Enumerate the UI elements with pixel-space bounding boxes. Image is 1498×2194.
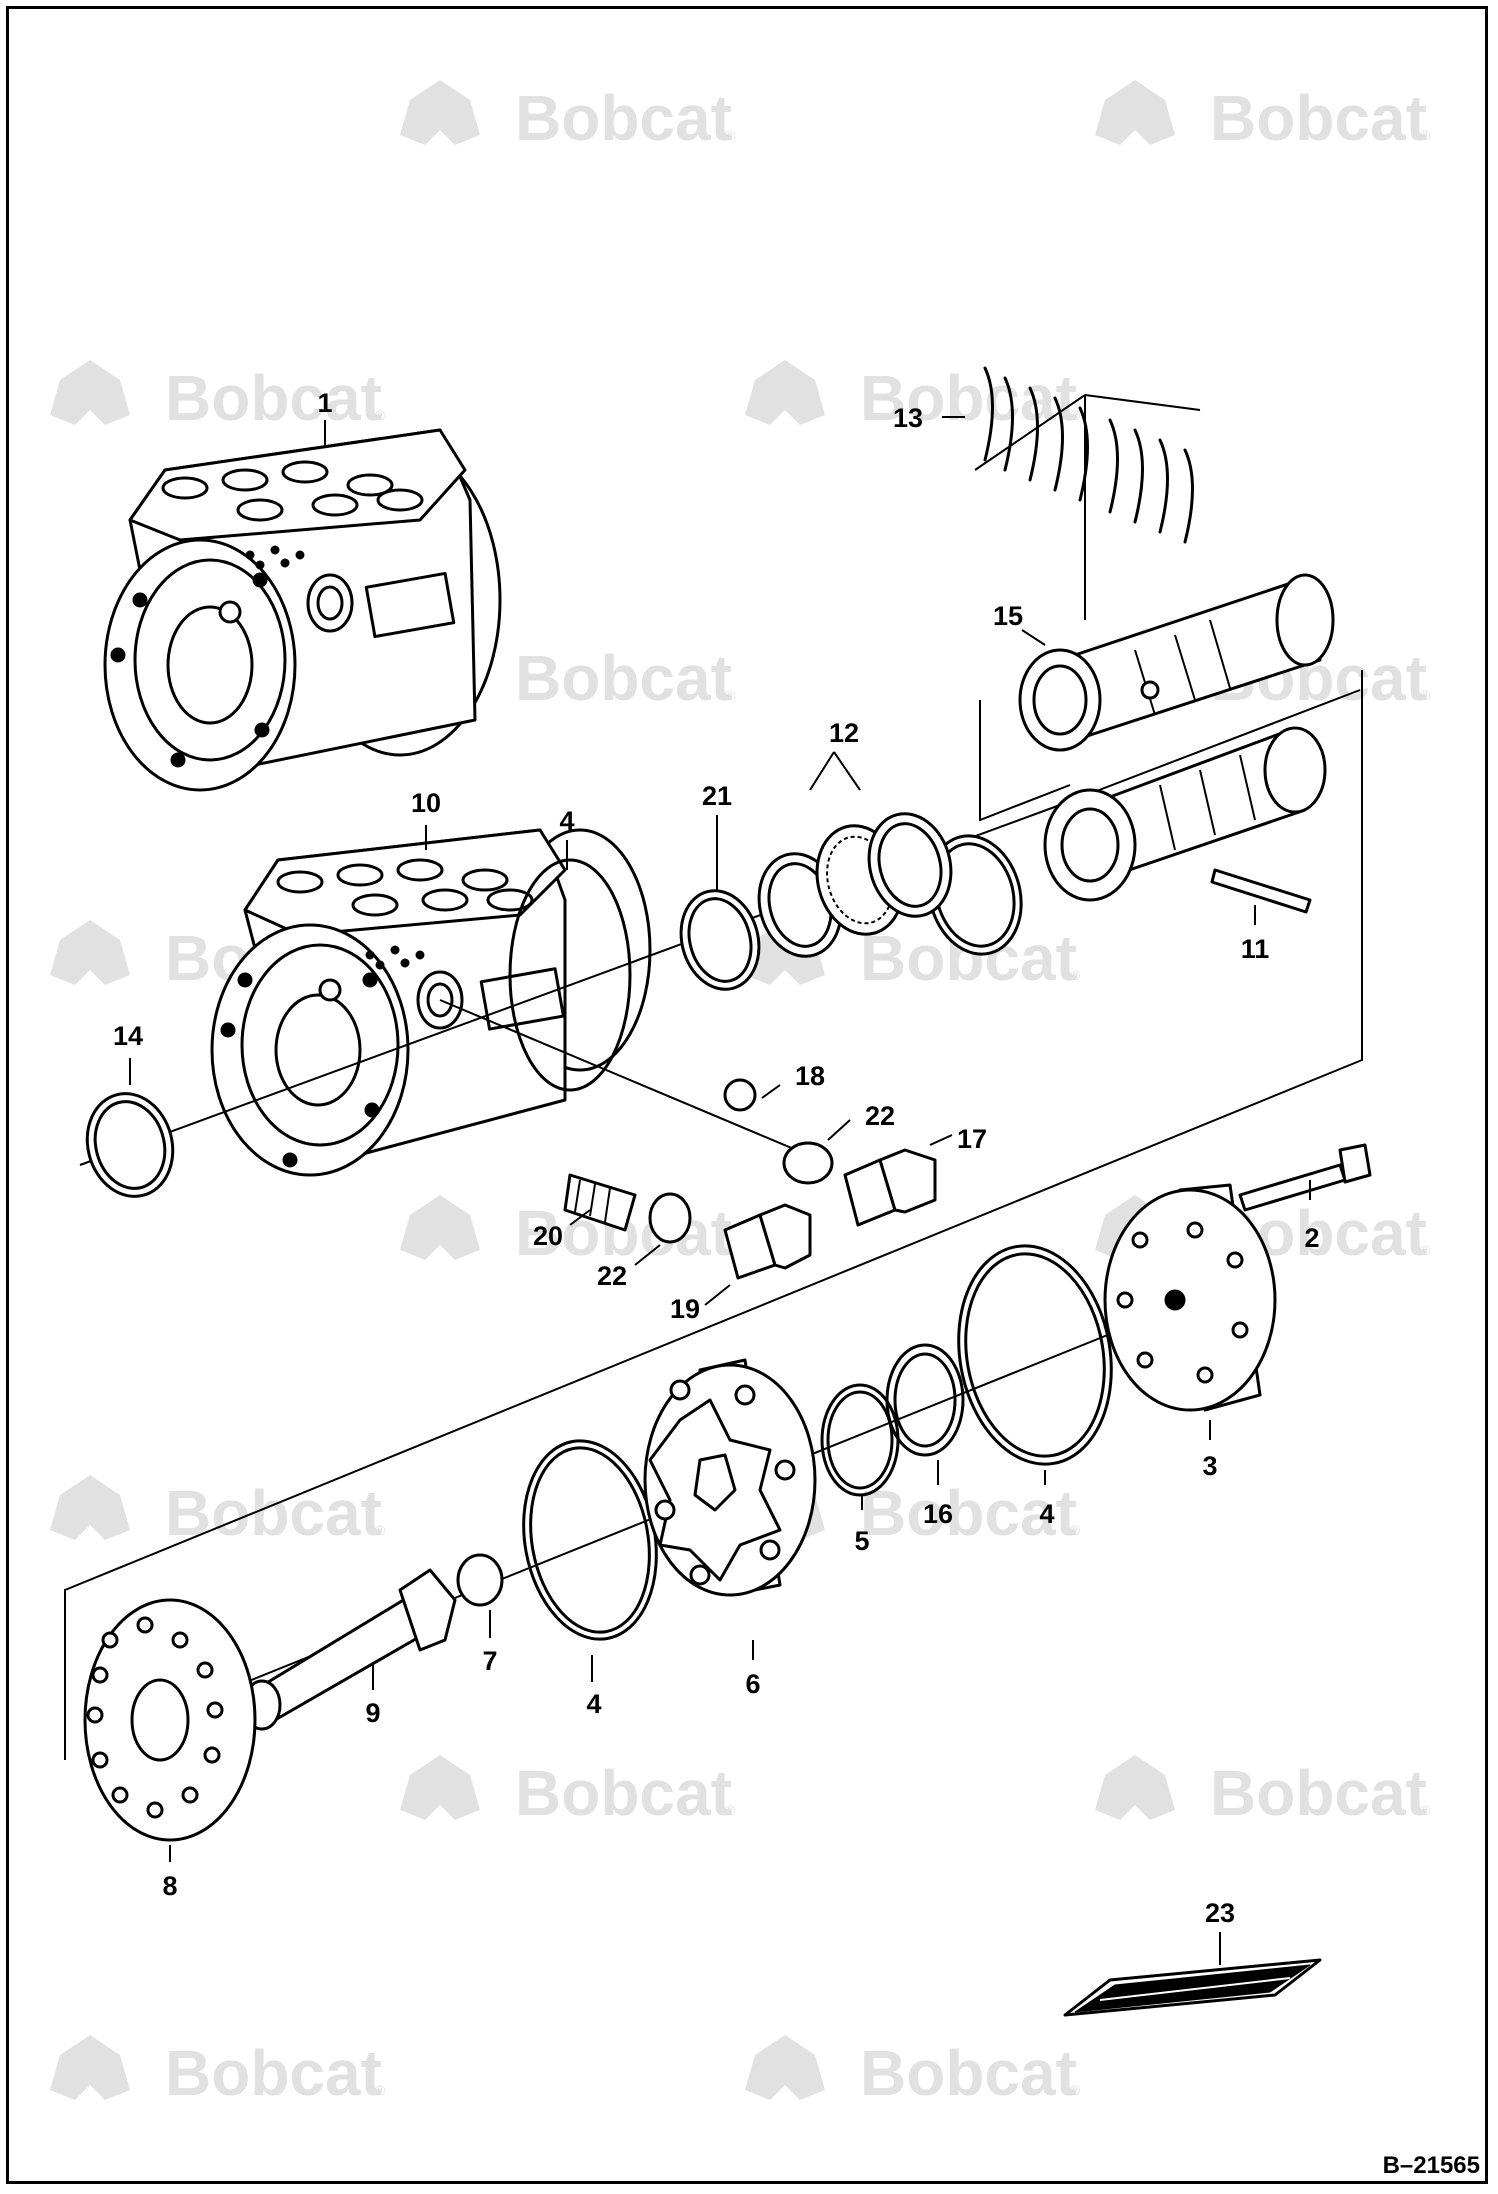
- callout-17: 17: [957, 1124, 987, 1154]
- part-3-end-cap: [1103, 1183, 1277, 1412]
- watermark-text: Bobcat: [860, 2037, 1077, 2109]
- leader-lines: [129, 416, 1311, 1965]
- part-8-end-plate: [83, 1598, 257, 1842]
- callout-11: 11: [1241, 934, 1270, 964]
- callout-15: 15: [993, 601, 1023, 631]
- watermark-logo-icon: [1095, 1755, 1175, 1820]
- callout-22-lower: 22: [597, 1261, 627, 1291]
- part-10-housing: [210, 828, 652, 1177]
- watermark-logo-icon: [400, 1755, 480, 1820]
- watermark-text: Bobcat: [1210, 82, 1427, 154]
- part-15-spool: [1018, 573, 1335, 752]
- watermark-registered-mark: ®: [1070, 407, 1081, 423]
- watermark-text: Bobcat: [515, 642, 732, 714]
- watermark-registered-mark: ®: [1070, 967, 1081, 983]
- callout-14: 14: [113, 1021, 143, 1051]
- callout-21: 21: [702, 781, 732, 811]
- callout-22-upper: 22: [865, 1101, 895, 1131]
- diagram-frame: [6, 6, 1488, 2184]
- watermark-logo-icon: [745, 2035, 825, 2100]
- callout-4-lower-right: 4: [1039, 1499, 1054, 1529]
- part-23-seal-kit: [1063, 1958, 1322, 2017]
- watermark-logo-icon: [50, 360, 130, 425]
- callout-13: 13: [893, 403, 923, 433]
- part-2-bolt: [1238, 1143, 1372, 1212]
- watermark-registered-mark: ®: [1070, 1522, 1081, 1538]
- callout-1: 1: [317, 388, 332, 418]
- watermark-registered-mark: ®: [725, 127, 736, 143]
- callout-10: 10: [411, 788, 441, 818]
- watermark-text: Bobcat: [165, 1477, 382, 1549]
- watermark-registered-mark: ®: [1420, 127, 1431, 143]
- watermark-text: Bobcat: [165, 2037, 382, 2109]
- drawing-number: B–21565: [1382, 2152, 1480, 2179]
- watermark-text: Bobcat: [515, 82, 732, 154]
- watermark-registered-mark: ®: [1420, 687, 1431, 703]
- callout-5: 5: [854, 1526, 869, 1556]
- callout-8: 8: [162, 1871, 177, 1901]
- watermark-logo-icon: [50, 2035, 130, 2100]
- callout-23: 23: [1205, 1898, 1235, 1928]
- callout-18: 18: [795, 1061, 825, 1091]
- watermark-logo-icon: [745, 360, 825, 425]
- callout-4-lower-left: 4: [586, 1689, 601, 1719]
- watermark-registered-mark: ®: [725, 1802, 736, 1818]
- callout-7: 7: [482, 1646, 497, 1676]
- watermark-logo-icon: [50, 920, 130, 985]
- callout-2: 2: [1304, 1223, 1319, 1253]
- watermark-text: Bobcat: [860, 1477, 1077, 1549]
- watermark-logo-icon: [400, 1195, 480, 1260]
- callout-4-upper: 4: [559, 806, 574, 836]
- callout-6: 6: [745, 1669, 760, 1699]
- callout-16: 16: [923, 1499, 953, 1529]
- watermark-logo-icon: [400, 80, 480, 145]
- o-rings-lower: [522, 1244, 1113, 1641]
- watermark-registered-mark: ®: [375, 407, 386, 423]
- watermark-text: Bobcat: [515, 1757, 732, 1829]
- part-13-spring-set: [983, 366, 1194, 544]
- seal-rings: [85, 812, 1023, 1198]
- callout-9: 9: [365, 1698, 380, 1728]
- watermark-registered-mark: ®: [1420, 1802, 1431, 1818]
- watermark-text: Bobcat: [860, 362, 1077, 434]
- watermark-registered-mark: ®: [375, 2082, 386, 2098]
- watermark-text: Bobcat: [1210, 1757, 1427, 1829]
- watermark-registered-mark: ®: [1420, 1242, 1431, 1258]
- callout-20: 20: [533, 1221, 563, 1251]
- watermark-registered-mark: ®: [375, 1522, 386, 1538]
- watermark-logo-icon: [50, 1475, 130, 1540]
- watermark-registered-mark: ®: [725, 687, 736, 703]
- callout-3: 3: [1202, 1451, 1217, 1481]
- watermark-logo-icon: [1095, 80, 1175, 145]
- part-1-steering-unit-body: [103, 428, 502, 792]
- callout-labels: 1 2 3 4 4 4 5 6 7 8 9 10 11 12 13 14 15 …: [113, 388, 1320, 1928]
- callout-19: 19: [670, 1294, 700, 1324]
- watermark-registered-mark: ®: [1070, 2082, 1081, 2098]
- watermark-text: Bobcat: [165, 362, 382, 434]
- check-valve-parts: [563, 1078, 937, 1280]
- part-11-sleeve: [1043, 726, 1327, 914]
- part-6-gerotor: [643, 1358, 817, 1597]
- callout-12: 12: [829, 718, 859, 748]
